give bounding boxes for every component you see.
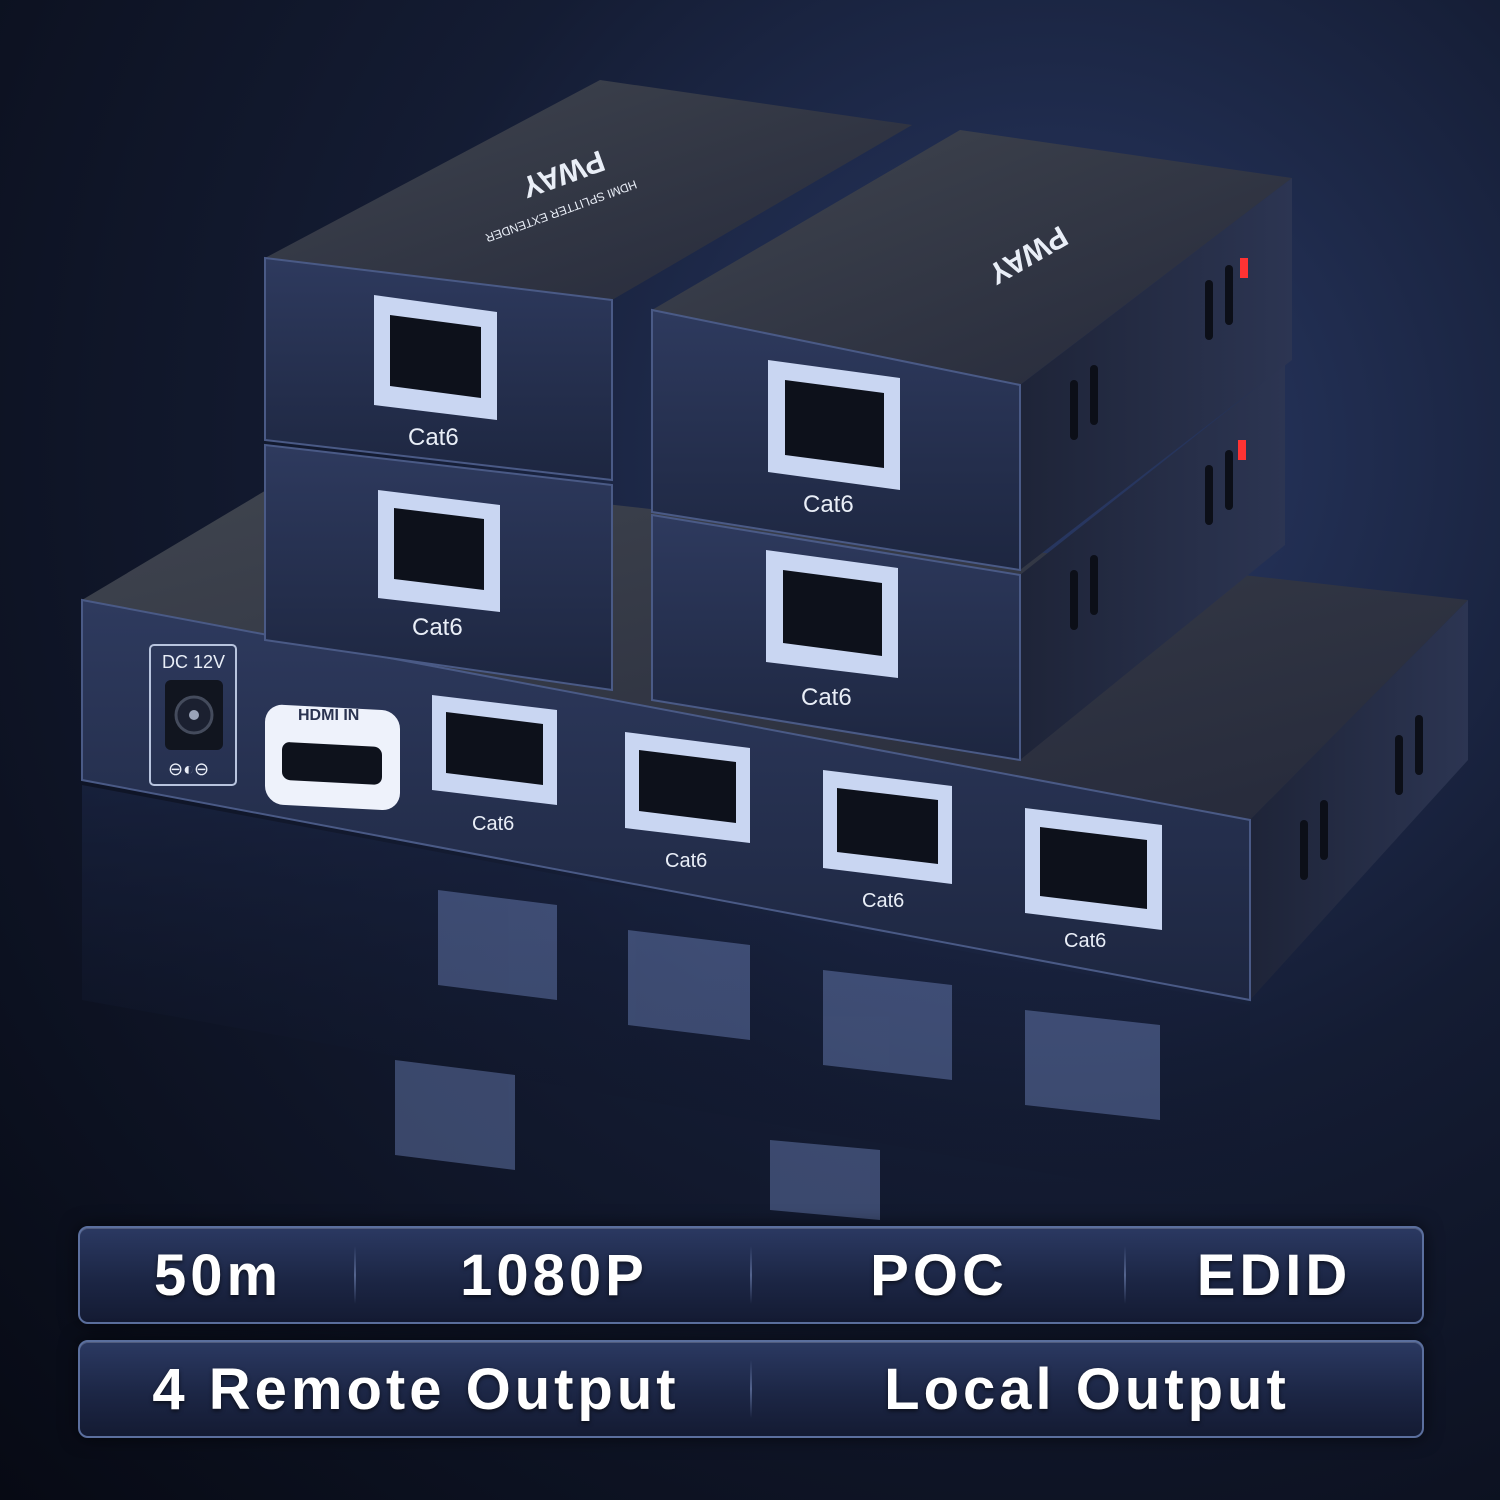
receiver-module: Cat6 <box>651 365 1285 762</box>
feature-distance: 50m <box>80 1228 356 1322</box>
splitter-vents <box>1300 715 1423 880</box>
cat6-port: Cat6 <box>432 695 557 835</box>
port-label: Cat6 <box>408 424 459 451</box>
port-label: Cat6 <box>472 813 514 835</box>
cat6-port: Cat6 <box>625 732 750 872</box>
receiver-module: Cat6 PWAY HDMI SPLITTER EXTENDER <box>264 80 912 482</box>
port-label: Cat6 <box>665 850 707 872</box>
port-label: Cat6 <box>801 684 852 711</box>
product-scene: DC 12V ⊖◐⊖ HDMI IN Cat6 Cat6 Cat6 <box>81 80 1468 1220</box>
cat6-port: Cat6 <box>823 770 952 912</box>
port-label: Cat6 <box>412 614 463 641</box>
reflection <box>82 785 1250 1210</box>
status-led <box>1240 258 1248 278</box>
svg-text:⊖◐⊖: ⊖◐⊖ <box>168 759 209 779</box>
port-label: Cat6 <box>1064 930 1106 952</box>
receiver-module: Cat6 <box>264 443 613 692</box>
status-led <box>1238 440 1246 460</box>
reflection-ports <box>395 890 1160 1220</box>
feature-bar-specs: 50m 1080P POC EDID <box>78 1226 1424 1324</box>
feature-edid: EDID <box>1196 1242 1352 1308</box>
hdmi-in-port: HDMI IN <box>265 704 400 811</box>
feature-resolution: 1080P <box>356 1228 752 1322</box>
splitter-ports: Cat6 Cat6 Cat6 Cat6 <box>432 695 1162 952</box>
feature-bar-outputs: 4 Remote Output Local Output <box>78 1340 1424 1438</box>
power-label: DC 12V <box>162 652 225 672</box>
receiver-module: Cat6 PWAY <box>651 130 1292 572</box>
power-jack: DC 12V ⊖◐⊖ <box>149 644 237 786</box>
feature-remote-output: 4 Remote Output <box>80 1342 752 1436</box>
cat6-port: Cat6 <box>1025 808 1162 952</box>
feature-local-output: Local Output <box>884 1356 1290 1422</box>
product-illustration: DC 12V ⊖◐⊖ HDMI IN Cat6 Cat6 Cat6 <box>81 80 1468 1220</box>
feature-poc: POC <box>752 1228 1126 1322</box>
port-label: Cat6 <box>862 890 904 912</box>
port-label: Cat6 <box>803 491 854 518</box>
hdmi-label: HDMI IN <box>298 707 359 724</box>
splitter-side <box>1250 600 1468 1000</box>
